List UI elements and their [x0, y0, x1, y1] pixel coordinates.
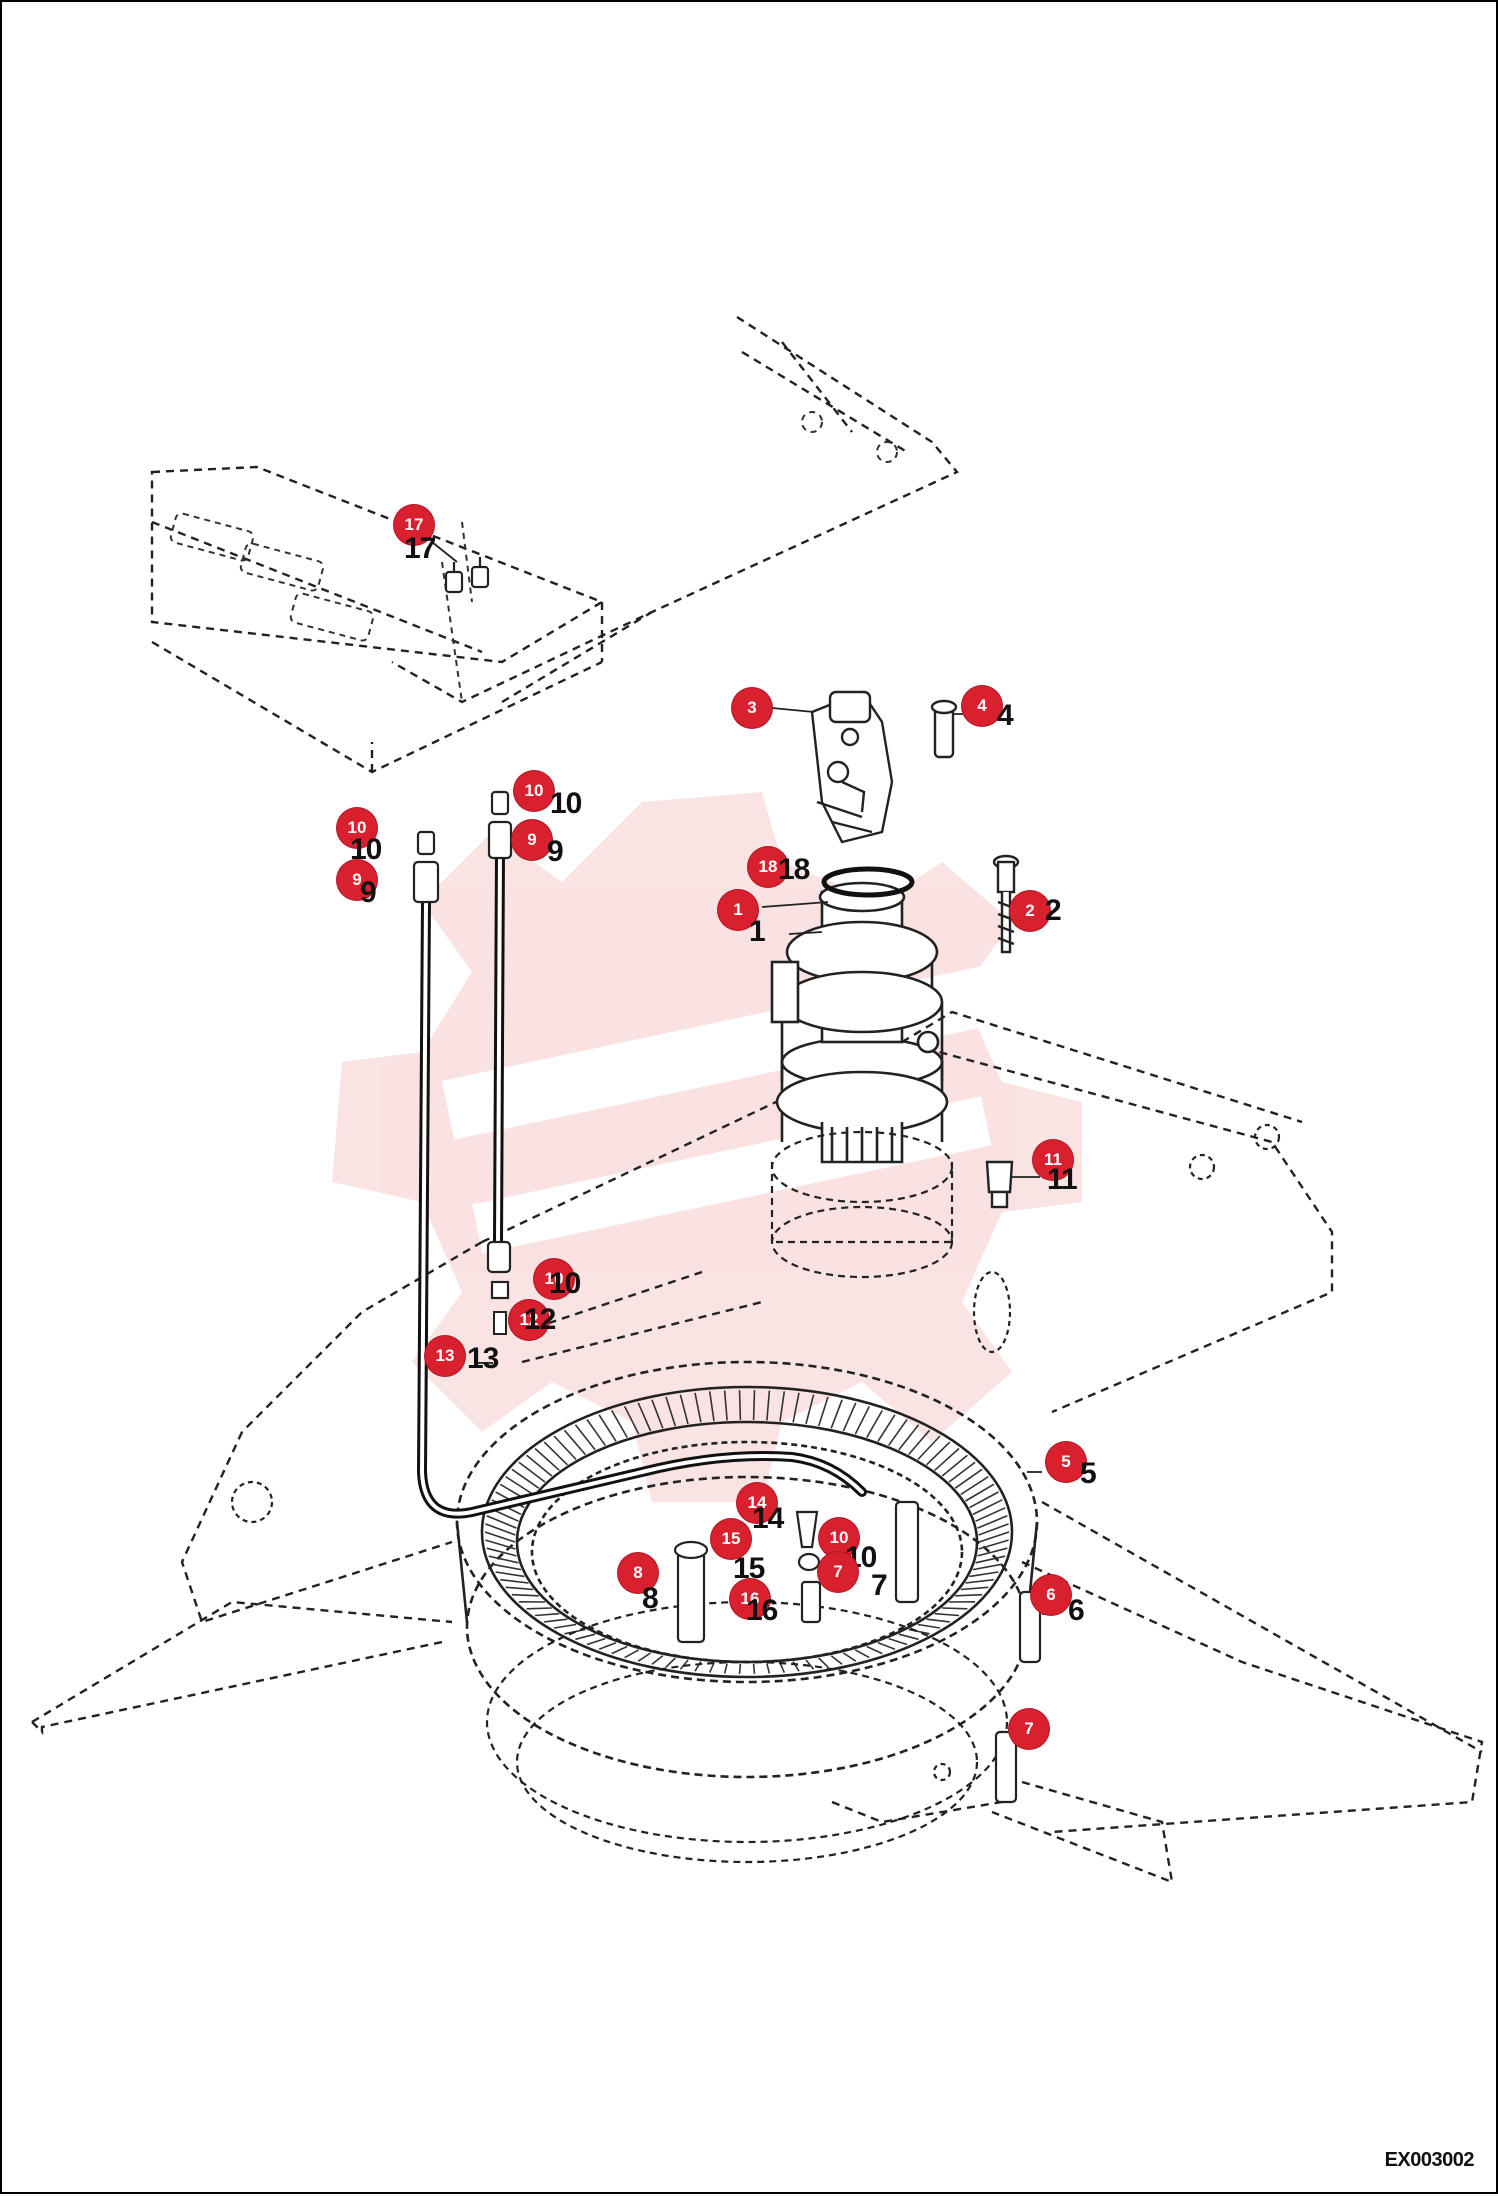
callout-badge-7[interactable]: 7 [818, 1552, 858, 1592]
gear-tooth [976, 1556, 1006, 1563]
gear-tooth [599, 1415, 616, 1442]
gear-tooth [512, 1469, 539, 1488]
gear-tooth [489, 1556, 519, 1563]
gear-tooth [961, 1587, 989, 1589]
gear-tooth [843, 1653, 855, 1661]
bolt-4 [932, 701, 956, 757]
gear-tooth [973, 1500, 1002, 1515]
gear-tooth [725, 1664, 728, 1674]
gear-tooth [918, 1625, 940, 1629]
gear-tooth [878, 1415, 895, 1442]
gear-tooth [519, 1462, 545, 1482]
gear-tooth [961, 1477, 989, 1495]
ring-gear-lower [487, 1602, 1007, 1862]
gear-tooth [878, 1643, 895, 1650]
gear-tooth [527, 1608, 552, 1609]
callout-badge-17[interactable]: 17 [394, 505, 434, 545]
gear-tooth [949, 1462, 975, 1482]
gear-tooth [612, 1647, 628, 1654]
gear-tooth [575, 1634, 595, 1639]
callout-badge-16[interactable]: 16 [730, 1579, 770, 1619]
gear-tooth [973, 1564, 1002, 1569]
gear-tooth [970, 1572, 999, 1576]
gear-tooth [899, 1634, 919, 1639]
gear-tooth [740, 1390, 741, 1420]
callout-badge-9[interactable]: 9 [337, 860, 377, 900]
gear-tooth [942, 1608, 967, 1609]
gear-tooth [625, 1650, 639, 1658]
gear-tooth [966, 1484, 994, 1501]
gear-tooth [666, 1658, 675, 1667]
callout-badge-6[interactable]: 6 [1031, 1575, 1071, 1615]
gear-tooth [554, 1625, 576, 1629]
callout-badge-9[interactable]: 9 [512, 820, 552, 860]
diagram-code: EX003002 [1385, 2149, 1474, 2172]
callout-badge-8[interactable]: 8 [618, 1553, 658, 1593]
gear-tooth [587, 1420, 605, 1446]
gear-tooth [966, 1580, 994, 1583]
gear-tooth [819, 1658, 828, 1667]
gear-tooth [535, 1614, 559, 1616]
callout-badge-2[interactable]: 2 [1010, 891, 1050, 931]
gear-tooth [855, 1406, 869, 1434]
gear-tooth [942, 1455, 967, 1476]
callout-badge-18[interactable]: 18 [748, 847, 788, 887]
gear-tooth [955, 1595, 982, 1596]
gear-tooth [527, 1455, 552, 1476]
gear-tooth [855, 1650, 869, 1658]
callout-badge-11[interactable]: 11 [1033, 1140, 1073, 1180]
gear-tooth [767, 1664, 770, 1674]
gear-tooth [831, 1656, 842, 1665]
callout-badge-7[interactable]: 7 [1009, 1709, 1049, 1749]
callout-badge-15[interactable]: 15 [711, 1519, 751, 1559]
callout-badge-4[interactable]: 4 [962, 686, 1002, 726]
gear-tooth [955, 1469, 982, 1488]
callout-badge-1[interactable]: 1 [718, 890, 758, 930]
sensor-17 [446, 557, 488, 592]
gear-tooth [740, 1664, 741, 1674]
gear-tooth [506, 1587, 534, 1589]
brake-valve-3 [812, 692, 892, 842]
gear-tooth [754, 1664, 755, 1674]
gear-tooth [496, 1572, 525, 1576]
gear-tooth [843, 1403, 855, 1431]
gear-tooth [978, 1548, 1008, 1556]
gear-tooth [970, 1492, 999, 1508]
gear-tooth [512, 1595, 539, 1596]
gear-tooth [889, 1639, 907, 1645]
gear-tooth [889, 1420, 907, 1446]
gear-tooth [492, 1564, 521, 1569]
callout-badge-5[interactable]: 5 [1046, 1442, 1086, 1482]
gear-tooth [935, 1614, 959, 1616]
gear-tooth [867, 1647, 883, 1654]
gear-tooth [638, 1653, 650, 1661]
callout-badge-14[interactable]: 14 [737, 1483, 777, 1523]
callout-badge-13[interactable]: 13 [425, 1336, 465, 1376]
gear-tooth [599, 1643, 616, 1650]
gear-tooth [867, 1410, 883, 1437]
callout-badge-10[interactable]: 10 [514, 771, 554, 811]
gear-tooth [652, 1656, 663, 1665]
gear-tooth [535, 1449, 559, 1471]
gear-tooth [754, 1390, 755, 1420]
callout-badge-12[interactable]: 12 [509, 1300, 549, 1340]
gear-tooth [506, 1477, 534, 1495]
gear-tooth [500, 1580, 528, 1583]
gear-tooth [587, 1639, 605, 1645]
gear-tooth [927, 1619, 950, 1622]
callout-badge-10[interactable]: 10 [337, 808, 377, 848]
upper-frame-details [169, 412, 897, 702]
gear-tooth [831, 1400, 842, 1429]
watermark-logo [332, 792, 1082, 1502]
callout-badge-10[interactable]: 10 [534, 1259, 574, 1299]
gear-tooth [935, 1449, 959, 1471]
callout-badge-3[interactable]: 3 [732, 688, 772, 728]
gear-tooth [544, 1619, 567, 1622]
